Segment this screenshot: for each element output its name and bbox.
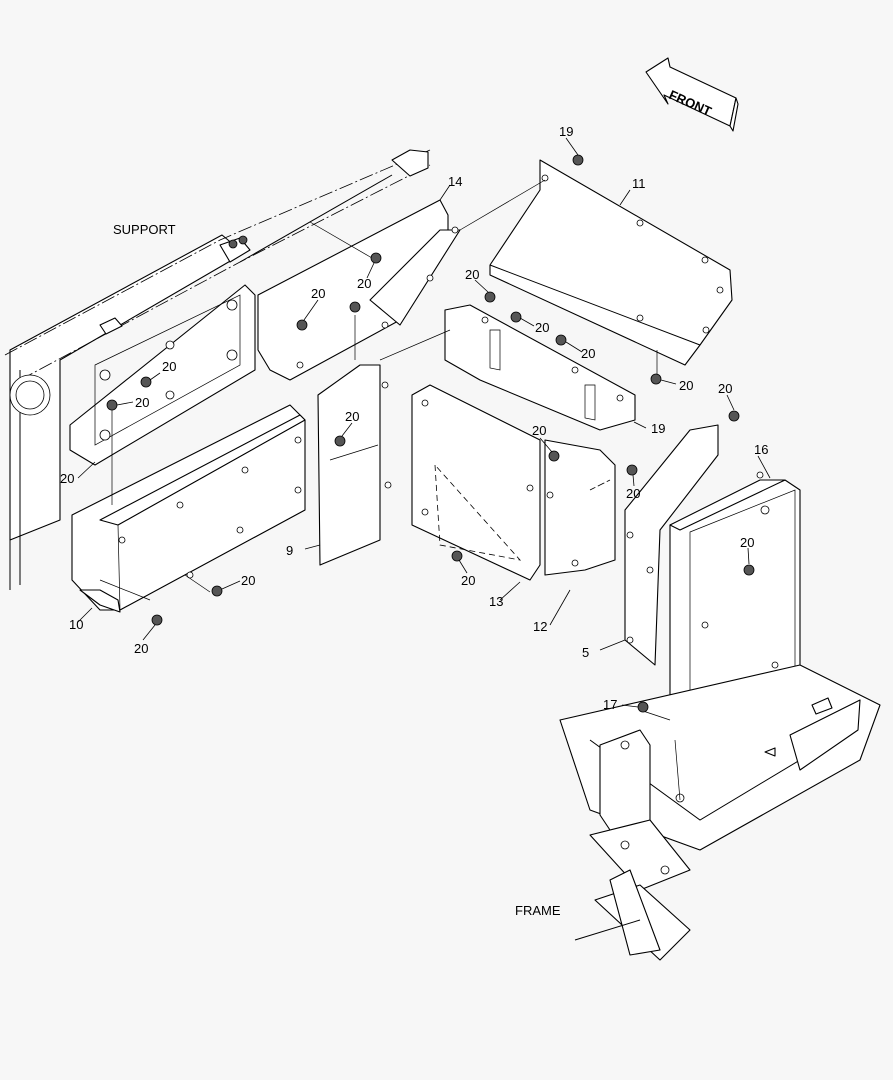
callout-numbers: 19 11 14 20 20 20 20 20 20 20 20 20 20 2… xyxy=(60,124,768,712)
callout-18: 17 xyxy=(603,697,617,712)
callout-20: 20 xyxy=(581,346,595,361)
callout-19-bottom: 12 xyxy=(533,619,547,634)
support-label: SUPPORT xyxy=(113,222,176,237)
bolt-icon xyxy=(650,373,662,385)
callout-9: 10 xyxy=(69,617,83,632)
bolts xyxy=(106,154,755,713)
part-14-bracket xyxy=(257,199,461,381)
callout-20: 20 xyxy=(135,395,149,410)
part-11-top-cover xyxy=(489,159,733,366)
bolt-icon xyxy=(211,585,223,597)
callout-19-top: 19 xyxy=(559,124,573,139)
callout-12: 13 xyxy=(489,594,503,609)
bolt-icon xyxy=(296,319,308,331)
callout-16: 19 xyxy=(651,421,665,436)
callout-20: 20 xyxy=(345,409,359,424)
callout-20: 20 xyxy=(679,378,693,393)
bolt-icon xyxy=(743,564,755,576)
part-9-housing xyxy=(71,404,306,613)
callout-17: 5 xyxy=(582,645,589,660)
assembly-lines xyxy=(99,179,681,801)
bolt-icon xyxy=(106,399,118,411)
part-17-bracket xyxy=(624,424,719,666)
callout-20: 20 xyxy=(626,486,640,501)
bolt-icon xyxy=(626,464,638,476)
bolt-icon xyxy=(728,410,740,422)
callout-20: 20 xyxy=(718,381,732,396)
callout-20: 20 xyxy=(357,276,371,291)
callout-20: 20 xyxy=(311,286,325,301)
bolt-icon xyxy=(334,435,346,447)
callout-20: 20 xyxy=(465,267,479,282)
bolt-icon xyxy=(637,701,649,713)
part-13-panel xyxy=(317,364,392,566)
bolt-icon xyxy=(510,311,522,323)
bolt-icon xyxy=(349,301,361,313)
support-structure xyxy=(4,149,431,590)
callout-20: 20 xyxy=(532,423,546,438)
frame-label: FRAME xyxy=(515,903,561,918)
callout-13: 9 xyxy=(286,543,293,558)
callout-11: 11 xyxy=(632,176,646,191)
part-10-plate xyxy=(69,284,256,466)
part-12-plate xyxy=(411,384,541,581)
bolt-icon xyxy=(370,252,382,264)
bolt-icon xyxy=(555,334,567,346)
callout-20: 20 xyxy=(241,573,255,588)
part-19-plate xyxy=(544,439,616,576)
callout-20: 20 xyxy=(162,359,176,374)
callout-20: 20 xyxy=(134,641,148,656)
bolt-icon xyxy=(572,154,584,166)
bolt-icon xyxy=(140,376,152,388)
callout-20: 20 xyxy=(461,573,475,588)
bolt-icon xyxy=(484,291,496,303)
callout-10: 20 xyxy=(60,471,74,486)
callout-20: 20 xyxy=(740,535,754,550)
callout-leaders xyxy=(77,137,771,708)
front-arrow-icon: FRONT xyxy=(645,57,739,132)
bolt-icon xyxy=(548,450,560,462)
bolt-icon xyxy=(451,550,463,562)
callout-14: 14 xyxy=(448,174,462,189)
callout-20: 20 xyxy=(535,320,549,335)
part-16-plate xyxy=(444,304,636,431)
bolt-icon xyxy=(151,614,163,626)
callout-5: 16 xyxy=(754,442,768,457)
